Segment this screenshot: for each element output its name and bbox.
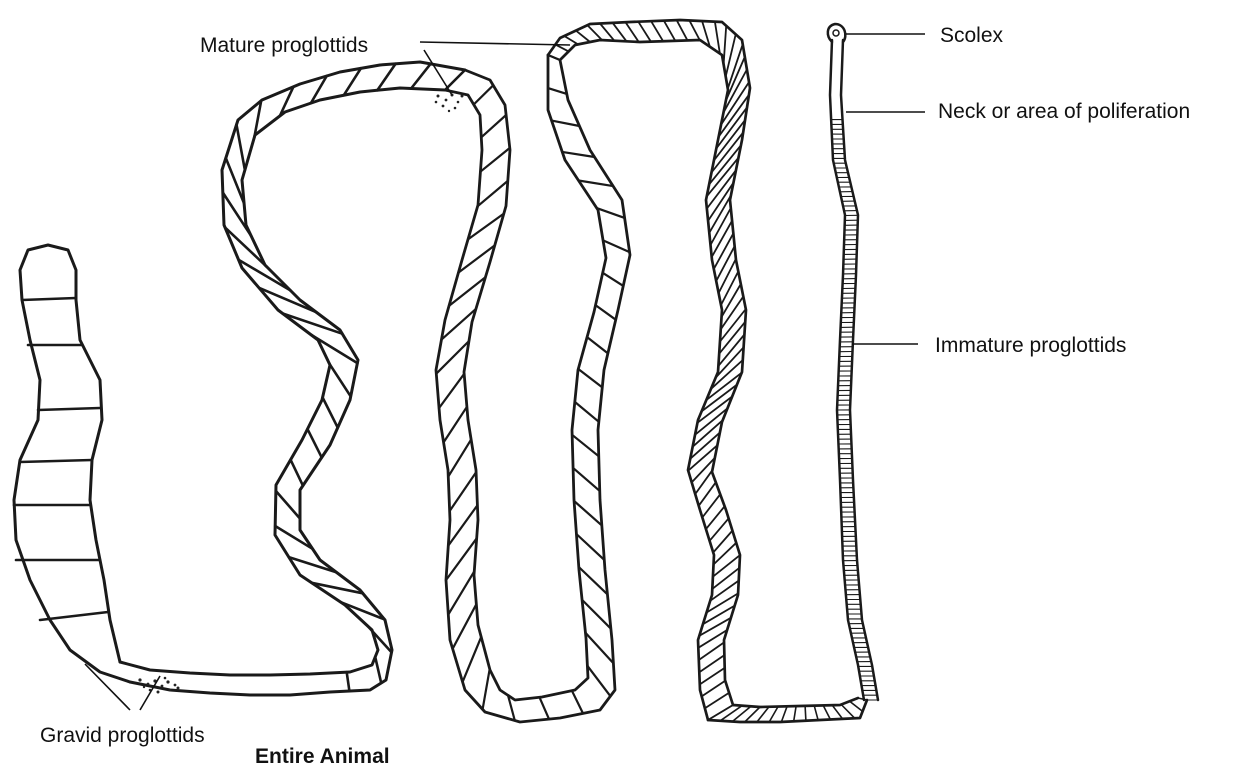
proglottid-divider [805,706,806,721]
neck-label: Neck or area of poliferation [938,100,1190,123]
immature-proglottids-label: Immature proglottids [935,334,1126,357]
mature-proglottids-label: Mature proglottids [200,34,368,57]
scolex-label: Scolex [940,24,1004,47]
gravid-proglottids-label: Gravid proglottids [40,724,205,747]
entire-animal-caption: Entire Animal [255,745,390,767]
